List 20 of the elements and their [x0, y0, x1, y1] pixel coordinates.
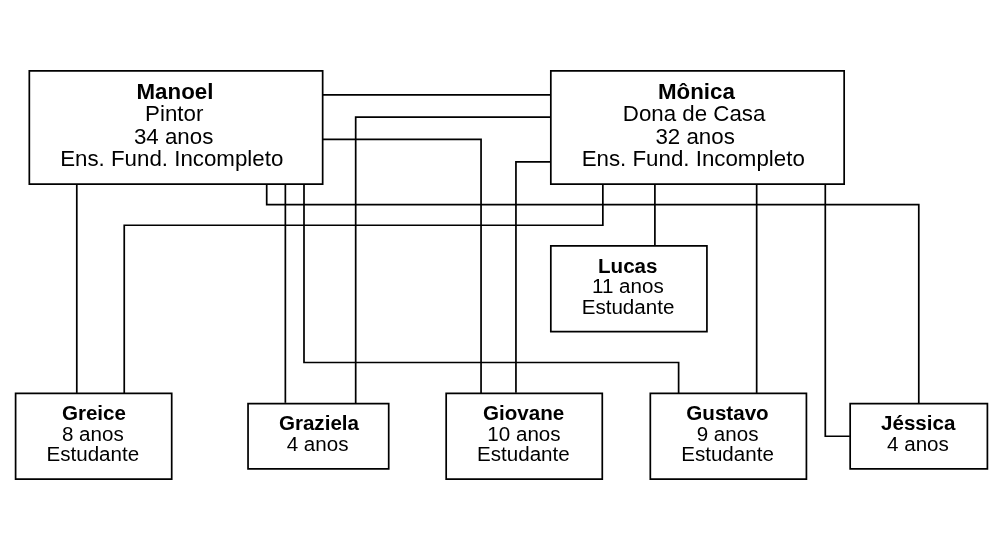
connector [654, 182, 656, 246]
node-box: Manoel Pintor 34 anos Ens. Fund. Incompleto [28, 69, 324, 185]
node-box: Greice 8 anos Estudante [14, 392, 173, 480]
node-box: Jéssica 4 anos [849, 402, 989, 470]
node-box: Giovane 10 anos Estudante [445, 392, 604, 480]
node-box: Graziela 4 anos [247, 402, 390, 470]
connector [265, 183, 920, 404]
node-box: Gustavo 9 anos Estudante [649, 392, 808, 480]
connector [123, 183, 604, 394]
node-box: Mônica Dona de Casa 32 anos Ens. Fund. Incompleto [549, 69, 845, 185]
connector [354, 115, 552, 404]
connector [515, 160, 551, 394]
connector [322, 93, 551, 96]
connector [284, 182, 287, 404]
connector [755, 182, 758, 394]
connector [75, 182, 78, 394]
connector [321, 138, 482, 394]
connector [824, 182, 851, 437]
connector [303, 183, 680, 394]
node-box: Lucas 11 anos Estudante [549, 244, 708, 332]
